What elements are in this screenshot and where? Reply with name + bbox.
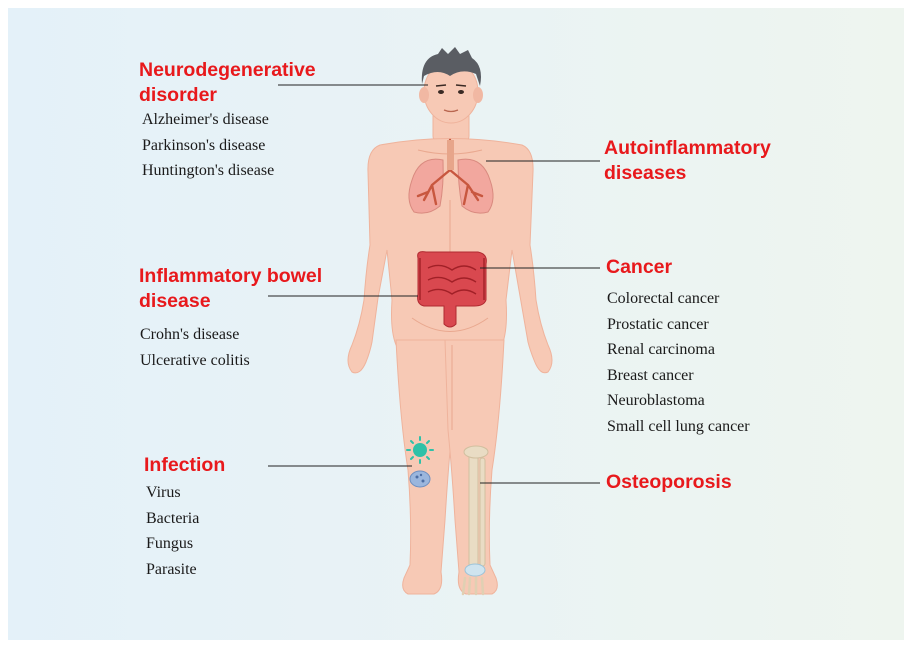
cancer-list: Colorectal cancer Prostatic cancer Renal… — [607, 286, 750, 439]
list-item: Fungus — [146, 531, 199, 557]
neurodegenerative-heading: Neurodegenerative disorder — [139, 58, 316, 108]
autoinflammatory-heading: Autoinflammatory diseases — [604, 136, 771, 186]
neurodegenerative-list: Alzheimer's disease Parkinson's disease … — [142, 107, 274, 184]
bacteria-icon — [410, 471, 430, 487]
list-item: Colorectal cancer — [607, 286, 750, 312]
body-silhouette — [348, 108, 552, 594]
list-item: Crohn's disease — [140, 322, 250, 348]
list-item: Breast cancer — [607, 363, 750, 389]
list-item: Parkinson's disease — [142, 133, 274, 159]
virus-icon — [407, 437, 433, 463]
list-item: Renal carcinoma — [607, 337, 750, 363]
cancer-heading: Cancer — [606, 255, 672, 280]
list-item: Ulcerative colitis — [140, 348, 250, 374]
list-item: Alzheimer's disease — [142, 107, 274, 133]
list-item: Virus — [146, 480, 199, 506]
infection-heading: Infection — [144, 453, 225, 478]
list-item: Huntington's disease — [142, 158, 274, 184]
list-item: Small cell lung cancer — [607, 414, 750, 440]
ibd-list: Crohn's disease Ulcerative colitis — [140, 322, 250, 373]
osteoporosis-heading: Osteoporosis — [606, 470, 732, 495]
infection-list: Virus Bacteria Fungus Parasite — [146, 480, 199, 582]
list-item: Neuroblastoma — [607, 388, 750, 414]
list-item: Bacteria — [146, 506, 199, 532]
list-item: Prostatic cancer — [607, 312, 750, 338]
head — [419, 47, 483, 123]
list-item: Parasite — [146, 557, 199, 583]
ibd-heading: Inflammatory bowel disease — [139, 264, 322, 314]
